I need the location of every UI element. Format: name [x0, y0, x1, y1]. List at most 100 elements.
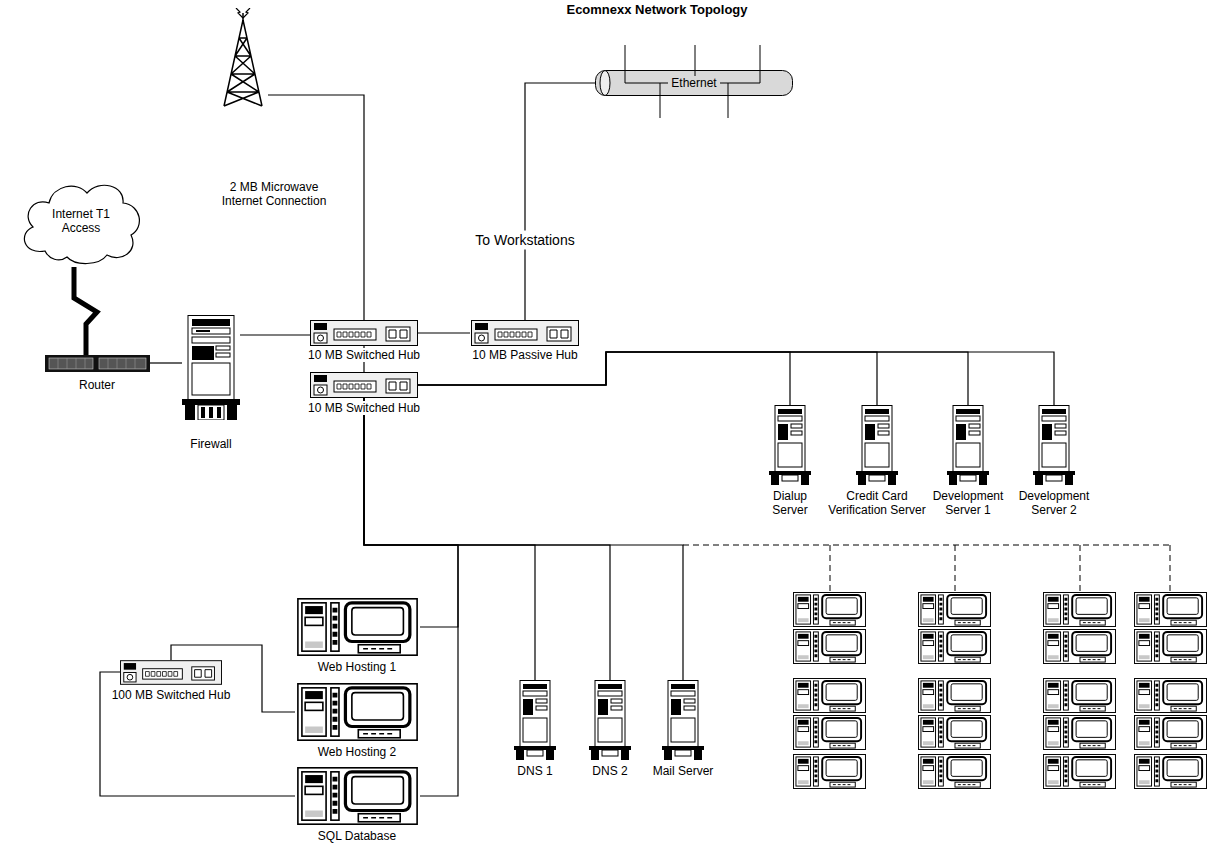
- server-node: Development Server 1: [945, 405, 991, 485]
- workstation-icon: [794, 754, 866, 788]
- network-link: [364, 398, 458, 627]
- hub-node: 10 MB Switched Hub: [310, 372, 418, 398]
- cable-taps: [625, 70, 760, 96]
- antenna-node: 2 MB Microwave Internet Connection: [218, 8, 268, 108]
- workstation-icon: [1135, 715, 1207, 749]
- node-label: 10 MB Switched Hub: [302, 401, 426, 415]
- internet-cloud: Internet T1 Access: [15, 175, 147, 267]
- workstation-icon: [1135, 629, 1207, 663]
- hub-icon: [120, 661, 221, 685]
- host-computer-icon: [298, 599, 417, 655]
- host-node: Web Hosting 1: [295, 598, 420, 656]
- diagram-title: Ecomnexx Network Topology: [566, 2, 747, 17]
- server-node: DNS 1: [512, 680, 558, 760]
- node-label: Mail Server: [645, 764, 721, 778]
- edge-label: To Workstations: [472, 231, 577, 250]
- network-link: [364, 398, 535, 680]
- server-icon: [856, 406, 898, 486]
- server-node: Mail Server: [660, 680, 706, 760]
- router-icon: [45, 355, 150, 372]
- workstation-icon: [794, 715, 866, 749]
- workstation-bus: [683, 545, 1170, 592]
- server-node: Development Server 2: [1031, 405, 1077, 485]
- workstation-icon: [794, 678, 866, 712]
- network-link: [100, 672, 295, 796]
- host-computer-icon: [298, 768, 417, 824]
- workstation-icon: [919, 678, 991, 712]
- workstation-icon: [919, 754, 991, 788]
- router-panel: [49, 358, 93, 369]
- node-label: Firewall: [176, 437, 246, 451]
- workstation-icon: [919, 592, 991, 626]
- workstation-icon: [1044, 678, 1116, 712]
- network-link: [364, 398, 683, 680]
- node-label: Web Hosting 1: [302, 660, 412, 674]
- server-node: Dialup Server: [767, 405, 813, 485]
- server-icon: [514, 681, 556, 761]
- node-label: Credit Card Verification Server: [825, 489, 929, 517]
- network-link: [525, 83, 595, 320]
- network-link: [418, 332, 470, 333]
- hub-node: 10 MB Switched Hub: [310, 320, 418, 346]
- network-link: [364, 398, 458, 796]
- workstation-icon: [1135, 678, 1207, 712]
- workstation-icon: [794, 629, 866, 663]
- lightning-link: [74, 267, 97, 355]
- workstation-icon: [1044, 629, 1116, 663]
- workstation-icon: [1044, 715, 1116, 749]
- host-node: Web Hosting 2: [295, 683, 420, 741]
- host-computer-icon: [298, 684, 417, 740]
- cloud-outline: [24, 185, 139, 263]
- hub-icon: [311, 321, 418, 346]
- node-label: Web Hosting 2: [302, 745, 412, 759]
- firewall-icon: [182, 316, 240, 421]
- node-label: SQL Database: [302, 829, 412, 843]
- microwave-tower: [224, 8, 262, 106]
- router-case: [45, 355, 150, 372]
- host-node: SQL Database: [295, 767, 420, 825]
- node-label: DNS 2: [580, 764, 640, 778]
- server-icon: [947, 406, 989, 486]
- cable-end: [600, 71, 610, 96]
- server-icon: [662, 681, 704, 761]
- router-node: Router: [45, 355, 150, 372]
- node-text: Ethernet: [668, 76, 719, 90]
- workstation-group: [794, 592, 1207, 788]
- router-panel: [99, 358, 146, 369]
- router-slots: [58, 358, 135, 369]
- network-link: [150, 362, 182, 363]
- server-node: Credit Card Verification Server: [854, 405, 900, 485]
- firewall-node: Firewall: [182, 315, 240, 420]
- node-label: Development Server 1: [930, 489, 1006, 517]
- cable-body: [596, 71, 793, 96]
- server-icon: [589, 681, 631, 761]
- node-label: 10 MB Switched Hub: [302, 348, 426, 362]
- workstation-icon: [919, 715, 991, 749]
- node-label: 100 MB Switched Hub: [109, 688, 233, 702]
- workstation-icon: [919, 629, 991, 663]
- ethernet-bus: Ethernet: [595, 70, 793, 96]
- node-label: DNS 1: [505, 764, 565, 778]
- node-label: Dialup Server: [760, 489, 820, 517]
- server-node: DNS 2: [587, 680, 633, 760]
- workstation-icon: [794, 592, 866, 626]
- hub-icon: [472, 321, 579, 346]
- server-icon: [769, 406, 811, 486]
- workstation-icon: [1135, 754, 1207, 788]
- workstation-icon: [1044, 754, 1116, 788]
- workstation-icon: [1135, 592, 1207, 626]
- node-label: 2 MB Microwave Internet Connection: [215, 180, 333, 208]
- node-text: Internet T1 Access: [41, 207, 121, 235]
- node-label: 10 MB Passive Hub: [463, 348, 587, 362]
- node-label: Router: [62, 378, 132, 392]
- workstation-icon: [1044, 592, 1116, 626]
- server-icon: [1033, 406, 1075, 486]
- network-link: [240, 334, 310, 335]
- node-label: Development Server 2: [1016, 489, 1092, 517]
- hub-node: 10 MB Passive Hub: [470, 320, 580, 346]
- hub-icon: [311, 373, 418, 398]
- network-link: [364, 398, 610, 680]
- hub-node: 100 MB Switched Hub: [120, 660, 222, 685]
